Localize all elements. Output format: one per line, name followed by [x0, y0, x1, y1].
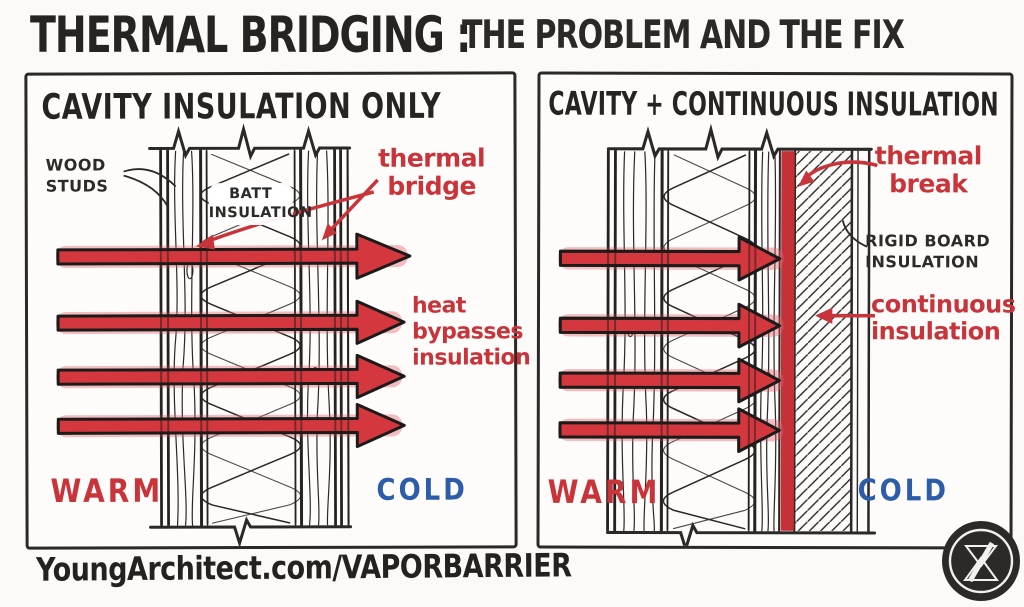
heat-arrows — [56, 232, 412, 449]
thermal-break-label: thermal break — [874, 141, 982, 199]
left-wall-drawing — [55, 123, 412, 547]
rigid-board-hatch — [795, 151, 852, 531]
right-wall-drawing — [558, 123, 878, 547]
page-title-rest: THE PROBLEM AND THE FIX — [462, 13, 905, 59]
panel-cavity-plus-continuous: CAVITY + CONTINUOUS INSULATION thermal b… — [536, 71, 1016, 550]
continuous-insulation-label: continuous insulation — [870, 290, 1016, 346]
warm-label-left: WARM — [50, 471, 164, 511]
rigid-board-label: RIGID BOARD INSULATION — [865, 231, 991, 272]
page-title-lead: THERMAL BRIDGING : — [30, 6, 471, 65]
warm-label-right: WARM — [547, 473, 661, 512]
panel-cavity-only: CAVITY INSULATION ONLY WOOD STUDS BATT I… — [24, 71, 530, 550]
wood-studs-label: WOOD STUDS — [45, 155, 109, 196]
logo-down-triangle — [964, 545, 998, 568]
heat-bypasses-label: heat bypasses insulation — [411, 293, 531, 371]
logo-slash — [967, 541, 995, 583]
thermal-break-band — [780, 151, 795, 531]
website-text: YoungArchitect.com/VAPORBARRIER — [36, 547, 572, 590]
cold-label-left: COLD — [376, 473, 468, 508]
wall-overlines-right — [606, 151, 757, 530]
right-panel-title: CAVITY + CONTINUOUS INSULATION — [548, 86, 999, 125]
annotation-pointers-right — [798, 160, 878, 324]
thermal-bridge-label: thermal bridge — [378, 143, 486, 201]
batt-insulation-label: BATT INSULATION — [208, 182, 313, 225]
left-panel-title: CAVITY INSULATION ONLY — [41, 86, 442, 128]
heat-arrows-right — [558, 235, 782, 454]
cold-label-right: COLD — [857, 473, 950, 509]
young-architect-logo — [942, 521, 1020, 601]
logo-up-triangle — [963, 556, 999, 581]
